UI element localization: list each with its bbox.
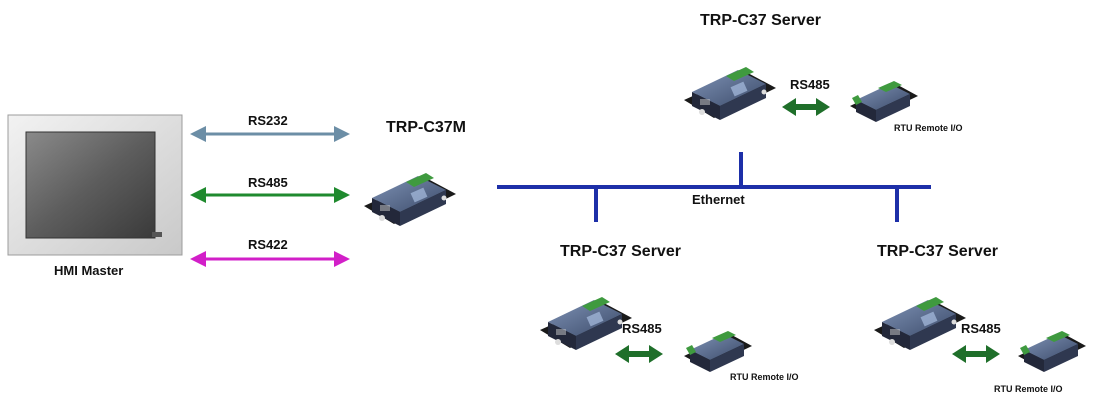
rs485-arrow-right <box>952 345 1000 363</box>
server-link-label-left: RS485 <box>622 321 662 336</box>
rs485-arrow <box>190 187 350 203</box>
rs232-arrow <box>190 126 350 142</box>
rtu-label-top: RTU Remote I/O <box>894 123 963 133</box>
rs422-label: RS422 <box>248 237 288 252</box>
hmi-master-label: HMI Master <box>54 263 124 278</box>
server-link-label-right: RS485 <box>961 321 1001 336</box>
rs485-arrow-left <box>615 345 663 363</box>
rs485-label: RS485 <box>248 175 288 190</box>
rtu-label-right: RTU Remote I/O <box>994 384 1063 394</box>
trp-c37m-device <box>364 173 456 226</box>
server-device-top <box>684 67 776 120</box>
rtu-module-right <box>1018 331 1086 372</box>
server-device-left <box>540 297 632 350</box>
server-title-right: TRP-C37 Server <box>877 243 998 260</box>
server-title-top: TRP-C37 Server <box>700 12 821 29</box>
rs232-label: RS232 <box>248 113 288 128</box>
rtu-label-left: RTU Remote I/O <box>730 372 799 382</box>
server-title-left: TRP-C37 Server <box>560 243 681 260</box>
gateway-label: TRP-C37M <box>386 119 467 136</box>
rtu-module-left <box>684 331 752 372</box>
server-device-right <box>874 297 966 350</box>
rtu-module-top <box>850 81 918 122</box>
rs485-arrow-top <box>782 98 830 116</box>
ethernet-label: Ethernet <box>692 192 745 207</box>
ethernet-bus <box>497 152 931 222</box>
server-link-label-top: RS485 <box>790 77 830 92</box>
rs422-arrow <box>190 251 350 267</box>
hmi-master-panel <box>7 114 183 256</box>
